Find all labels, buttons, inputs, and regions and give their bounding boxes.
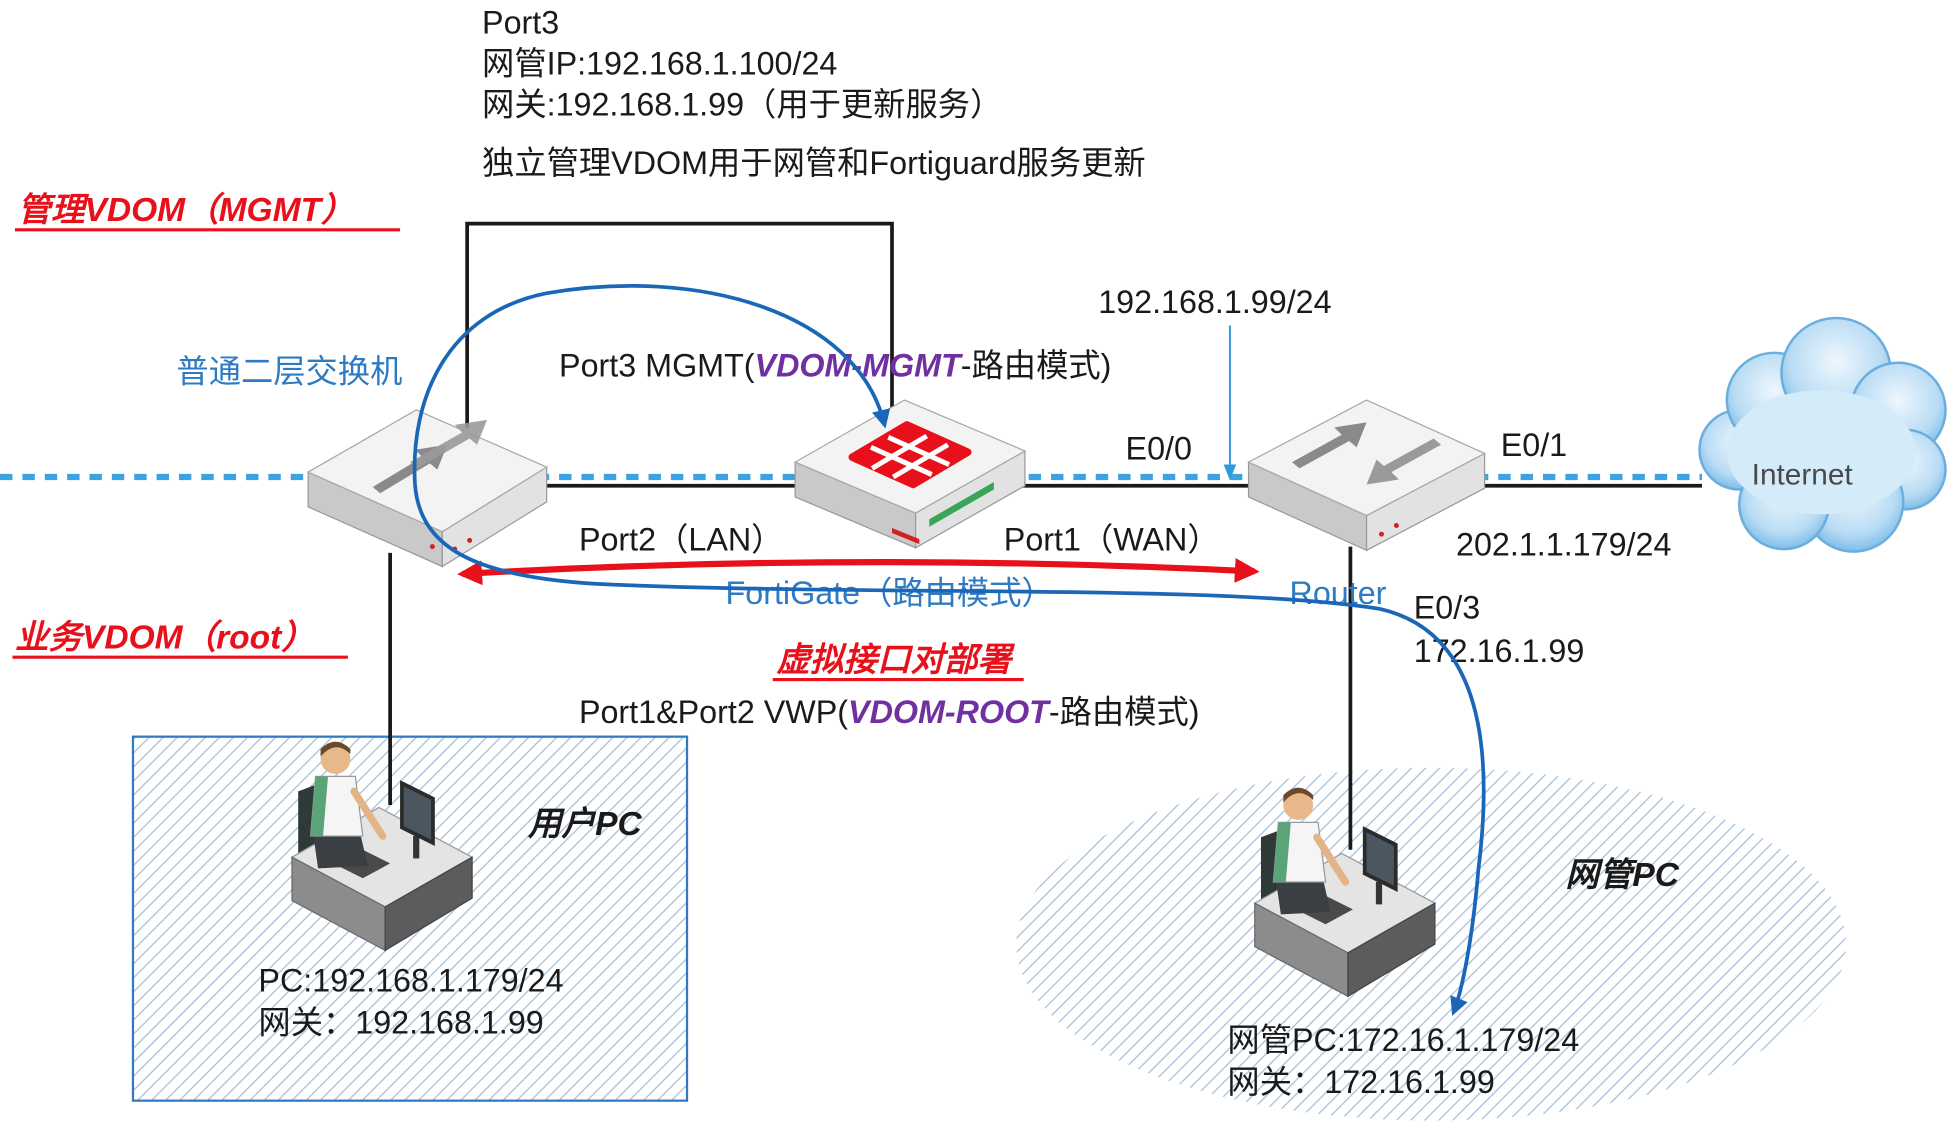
router-e01-ip: 202.1.1.179/24: [1456, 526, 1671, 562]
router-e00-label: E0/0: [1126, 431, 1192, 467]
admin-pc-gateway: 网关：172.16.1.99: [1227, 1064, 1494, 1100]
admin-pc-ip: 网管PC:172.16.1.179/24: [1227, 1022, 1579, 1058]
vwp-double-arrow: [457, 558, 1260, 586]
internet-cloud-icon: [1698, 316, 1947, 553]
vwp-mode-vdom: VDOM-ROOT: [848, 694, 1051, 730]
user-pc-gateway: 网关：192.168.1.99: [258, 1005, 543, 1041]
top-note-port: Port3: [482, 5, 559, 41]
port3-mgmt-prefix: Port3 MGMT(: [559, 347, 755, 383]
root-vdom-label: 业务VDOM（root）: [15, 618, 315, 656]
l2-switch-icon: [306, 409, 548, 568]
router-e03-label: E0/3: [1414, 590, 1480, 626]
fortigate-icon: [793, 399, 1027, 549]
user-pc-ip: PC:192.168.1.179/24: [258, 962, 563, 998]
router-e00-ip: 192.168.1.99/24: [1098, 284, 1331, 320]
port3-mgmt-suffix: -路由模式): [961, 347, 1112, 383]
top-note-gateway: 网关:192.168.1.99（用于更新服务）: [482, 87, 1002, 123]
vwp-mode-prefix: Port1&Port2 VWP(: [579, 694, 848, 730]
vwp-mode-label: Port1&Port2 VWP(VDOM-ROOT-路由模式): [579, 694, 1200, 730]
vwp-label: 虚拟接口对部署: [776, 642, 1015, 679]
router-icon: [1247, 399, 1486, 552]
vwp-mode-suffix: -路由模式): [1049, 694, 1200, 730]
router-e03-ip: 172.16.1.99: [1414, 633, 1585, 669]
mgmt-traffic-flow-arrow: [412, 283, 1486, 1016]
mgmt-port3-link: [465, 221, 894, 429]
port1-label: Port1（WAN）: [1004, 521, 1220, 557]
top-note-description: 独立管理VDOM用于网管和Fortiguard服务更新: [482, 145, 1146, 181]
user-pc-title: 用户PC: [527, 806, 642, 843]
switch-label: 普通二层交换机: [176, 354, 402, 390]
port2-label: Port2（LAN）: [579, 521, 784, 557]
port3-mgmt-label: Port3 MGMT(VDOM-MGMT-路由模式): [559, 347, 1111, 383]
mgmt-vdom-label: 管理VDOM（MGMT）: [17, 191, 354, 229]
top-note-mgmt-ip: 网管IP:192.168.1.100/24: [482, 46, 837, 82]
internet-label: Internet: [1752, 458, 1854, 491]
router-e01-label: E0/1: [1501, 427, 1567, 463]
admin-pc-title: 网管PC: [1565, 857, 1679, 894]
port3-mgmt-vdom: VDOM-MGMT: [755, 347, 963, 383]
